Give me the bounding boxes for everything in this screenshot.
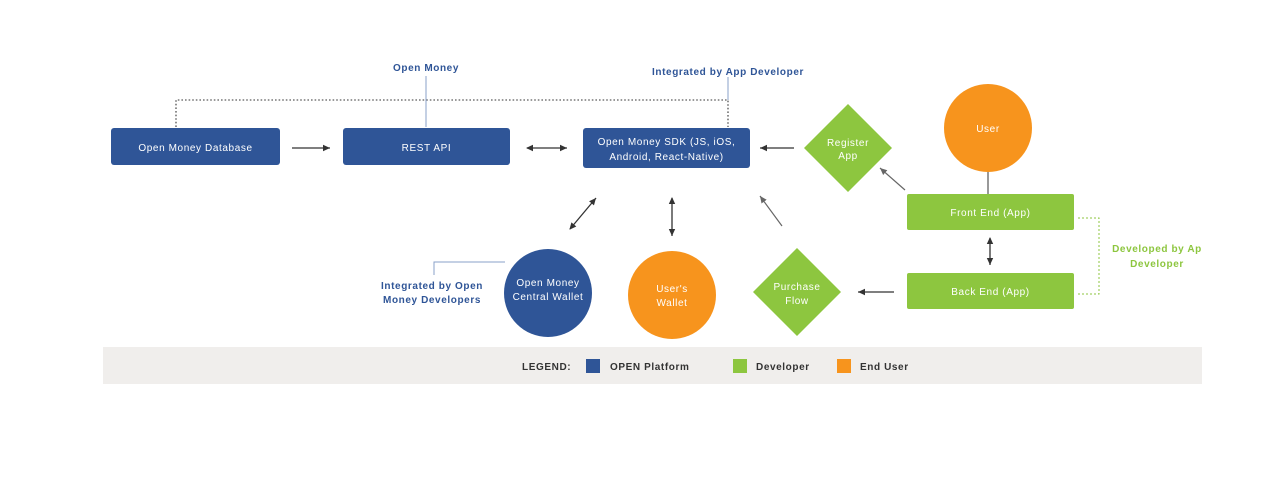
developed-by-label-line2: Developer [1130, 259, 1184, 270]
developed-by-label-line1: Developed by Ap [1112, 244, 1202, 255]
register-app-node [804, 104, 892, 192]
register-app-label-line2: App [838, 151, 858, 162]
rest-api-node [343, 128, 510, 165]
user-node [944, 84, 1032, 172]
front-end-label: Front End (App) [950, 208, 1030, 219]
arrow-purchase-to-sdk [759, 195, 783, 227]
central-wallet-node [504, 249, 592, 337]
legend-swatch-end-user [837, 359, 851, 373]
legend-label-developer: Developer [756, 362, 810, 373]
developer-bracket [1078, 217, 1100, 295]
front-end-node [907, 194, 1074, 230]
legend-swatch-developer [733, 359, 747, 373]
open-money-bracket [175, 76, 729, 127]
register-app-label-line1: Register [827, 138, 869, 149]
purchase-flow-label-line1: Purchase [773, 282, 820, 293]
sdk-label-line2: Android, React-Native) [609, 152, 723, 163]
integrated-open-dev-label-line1: Integrated by Open [381, 281, 483, 292]
open-money-database-label: Open Money Database [138, 143, 252, 154]
back-end-label: Back End (App) [951, 287, 1029, 298]
legend-band [103, 347, 1202, 384]
purchase-flow-node [753, 248, 841, 336]
central-wallet-label-line2: Central Wallet [513, 292, 584, 303]
legend-swatch-platform [586, 359, 600, 373]
integrated-open-dev-label-line2: Money Developers [383, 295, 481, 306]
rest-api-label: REST API [402, 143, 452, 154]
integrated-open-dev-connector [433, 261, 505, 275]
arrow-sdk-central-wallet [569, 197, 597, 230]
central-wallet-label-line1: Open Money [516, 278, 579, 289]
back-end-node [907, 273, 1074, 309]
legend-label-end-user: End User [860, 362, 909, 373]
users-wallet-label-line1: User's [656, 284, 688, 295]
arrow-front-to-register [879, 167, 906, 191]
legend-label-platform: OPEN Platform [610, 362, 689, 373]
sdk-label-line1: Open Money SDK (JS, iOS, [598, 137, 736, 148]
purchase-flow-label-line2: Flow [785, 296, 809, 307]
users-wallet-label-line2: Wallet [656, 298, 687, 309]
integrated-app-developer-label: Integrated by App Developer [652, 67, 804, 78]
legend-title: LEGEND: [522, 362, 571, 373]
users-wallet-node [628, 251, 716, 339]
user-label: User [976, 124, 1000, 135]
open-money-database-node [111, 128, 280, 165]
open-money-sdk-node [583, 128, 750, 168]
open-money-label: Open Money [393, 63, 459, 74]
